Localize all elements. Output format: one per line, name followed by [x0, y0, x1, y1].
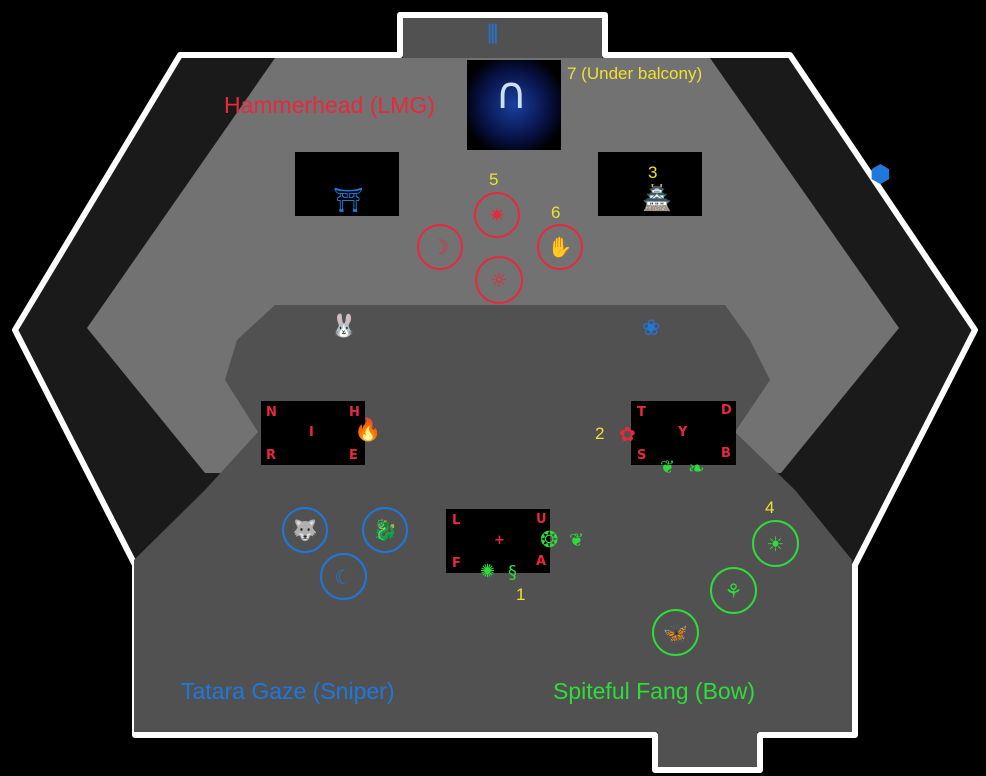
torii-gate-icon: ⛩ [333, 186, 364, 214]
letter-plus: + [494, 533, 505, 548]
letter-box-right: T D Y S B [631, 401, 736, 465]
beetle-icon: ❂ [540, 528, 559, 553]
spider-icon: ✺ [480, 561, 496, 582]
pagoda-icon: 🏯 [642, 184, 672, 212]
marker-4: 4 [765, 498, 775, 517]
scroll-icon: § [508, 562, 517, 583]
tv-screen: ∩ [467, 60, 561, 150]
dragon-symbol: 🐉 [362, 507, 408, 553]
letter-y: Y [678, 425, 688, 440]
letter-s: S [637, 448, 647, 463]
letter-f: F [452, 556, 461, 571]
rooster-icon: ✿ [619, 422, 636, 446]
team-label-spiteful-fang: Spiteful Fang (Bow) [553, 678, 755, 704]
marker-5: 5 [489, 170, 499, 189]
letter-h: H [349, 405, 360, 420]
shrine-box-right: 🏯 [598, 152, 702, 216]
sun-symbol: ☼ [475, 256, 523, 304]
letter-box-left: N H I R E [261, 401, 365, 465]
boot-symbol: ☾ [320, 553, 367, 600]
letter-box-center: L U + F A [446, 509, 550, 573]
hand-symbol: ✋ [537, 224, 583, 270]
spine-emblem-icon: ⦀ [487, 20, 499, 50]
letter-b: B [721, 446, 731, 461]
team-label-hammerhead: Hammerhead (LMG) [224, 92, 435, 118]
rocks-icon: ⬢ [870, 160, 891, 188]
letter-d: D [721, 403, 732, 418]
wolf-symbol: 🐺 [282, 507, 328, 553]
marker-6: 6 [551, 203, 561, 222]
wings-icon: ❧ [688, 456, 705, 480]
crescent-moon-symbol: ☽ [417, 224, 463, 270]
letter-u: U [536, 512, 547, 527]
lotus-icon: ❀ [642, 316, 661, 341]
rabbit-icon: 🐰 [330, 314, 358, 339]
butterfly-symbol: 🦋 [652, 609, 699, 656]
horseshoe-logo-icon: ∩ [495, 68, 528, 119]
team-label-tatara-gaze: Tatara Gaze (Sniper) [181, 678, 395, 704]
letter-t: T [637, 405, 646, 420]
marker-3: 3 [648, 163, 658, 182]
marker-1: 1 [516, 585, 526, 604]
star-burst-symbol: ✷ [474, 192, 520, 238]
marker-2: 2 [595, 424, 605, 443]
shrine-box-left: ⛩ [295, 152, 399, 216]
letter-e: E [349, 448, 358, 463]
letter-r: R [266, 448, 277, 463]
rose-icon: ❦ [660, 457, 676, 478]
top-alcove [403, 18, 602, 60]
flame-icon: 🔥 [354, 418, 382, 443]
plant-sprout-symbol: ⚘ [710, 567, 757, 614]
marker-7: 7 (Under balcony) [567, 64, 703, 83]
letter-l: L [452, 513, 461, 528]
rising-sun-symbol: ☀ [752, 520, 799, 567]
hand-plant-icon: ❦ [569, 530, 585, 551]
letter-a: A [536, 554, 547, 569]
letter-n: N [266, 405, 277, 420]
letter-i: I [309, 425, 314, 440]
